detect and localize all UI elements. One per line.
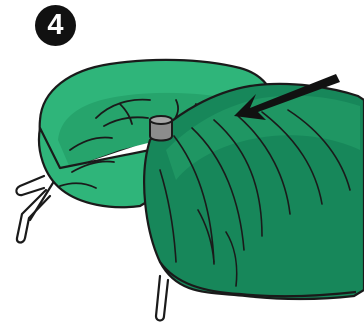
stand-legs-left xyxy=(16,176,56,243)
stand-leg-right xyxy=(156,276,168,321)
step-number-badge: 4 xyxy=(35,5,76,46)
center-post-icon xyxy=(150,116,172,141)
